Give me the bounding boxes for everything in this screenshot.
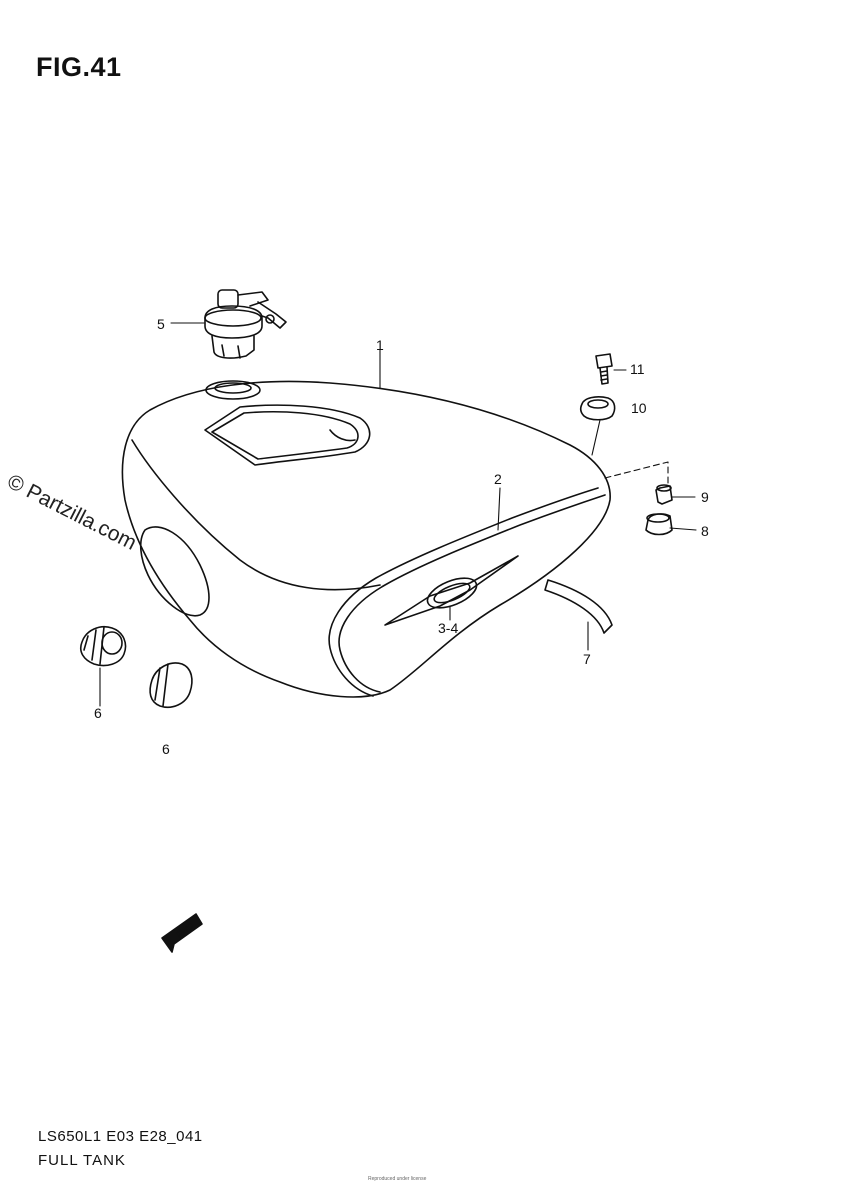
callout-3-4: 3-4 <box>438 620 458 636</box>
fuel-cap[interactable] <box>204 289 287 359</box>
section-name: FULL TANK <box>38 1152 126 1169</box>
cap-cushion-lower[interactable] <box>149 662 193 708</box>
callout-1: 1 <box>376 337 384 353</box>
callout-10: 10 <box>631 400 647 416</box>
callout-5: 5 <box>157 316 165 332</box>
callout-2: 2 <box>494 471 502 487</box>
drain-hose[interactable] <box>544 579 613 634</box>
cap-cushion-left[interactable] <box>79 626 127 667</box>
callout-9: 9 <box>701 489 709 505</box>
figure-title: FIG.41 <box>36 52 122 82</box>
callout-7: 7 <box>583 651 591 667</box>
leader-8 <box>669 527 697 531</box>
spacer-collar[interactable] <box>655 484 673 505</box>
callout-8: 8 <box>701 523 709 539</box>
footer-note: Reproduced under license <box>368 1176 427 1182</box>
tank-emblem[interactable] <box>384 555 519 626</box>
fuel-tank[interactable] <box>121 380 611 698</box>
callout-6-lower: 6 <box>162 741 170 757</box>
leader-10 <box>591 419 601 456</box>
mount-alignment-line <box>604 461 669 486</box>
side-stripe-decal[interactable] <box>328 487 606 697</box>
callout-6-left: 6 <box>94 705 102 721</box>
leader-2 <box>497 487 501 531</box>
rear-cushion[interactable] <box>645 513 673 536</box>
model-code: LS650L1 E03 E28_041 <box>38 1128 203 1145</box>
callout-11: 11 <box>630 361 645 377</box>
mounting-bolt[interactable] <box>595 353 613 385</box>
forward-arrow-icon <box>161 913 203 953</box>
mounting-damper[interactable] <box>579 396 616 421</box>
